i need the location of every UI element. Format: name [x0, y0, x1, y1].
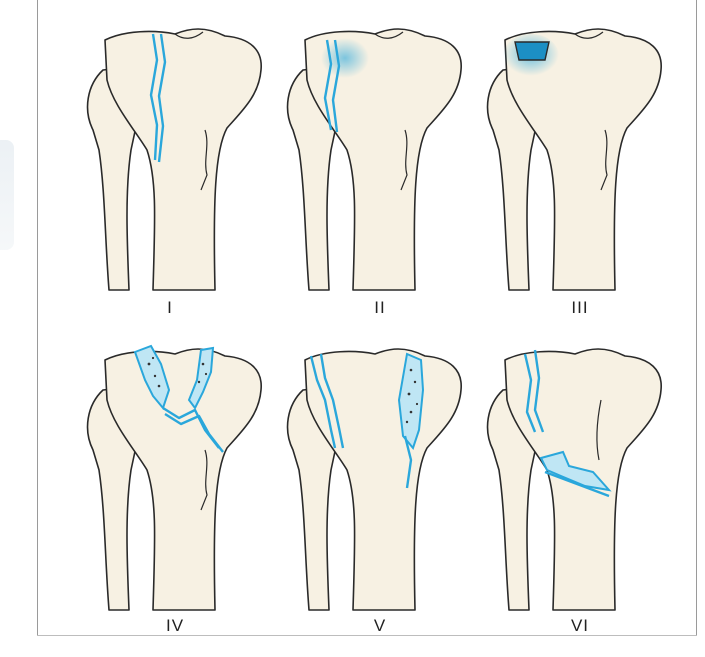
- tibia-diagram-type-2: [265, 0, 475, 300]
- tibia-diagram-type-6: [465, 320, 675, 620]
- panel-label: VI: [540, 616, 620, 636]
- panel-type-3: III: [465, 0, 675, 300]
- panel-label: IV: [135, 616, 215, 636]
- tibia-diagram-type-3: [465, 0, 675, 300]
- left-frame-rule: [37, 0, 38, 635]
- panel-type-6: VI: [465, 320, 675, 620]
- tibia-diagram-type-4: [65, 320, 275, 620]
- panel-label: II: [340, 298, 420, 318]
- right-frame-rule: [696, 0, 697, 635]
- tibia-diagram-type-1: [65, 0, 275, 300]
- panel-label: I: [130, 298, 210, 318]
- panel-type-4: IV: [65, 320, 275, 620]
- panel-type-2: II: [265, 0, 475, 300]
- tibia-diagram-type-5: [265, 320, 475, 620]
- watermark-fragment: [0, 140, 14, 250]
- panel-type-1: I: [65, 0, 275, 300]
- central-depression: [515, 42, 549, 60]
- panel-label: V: [340, 616, 420, 636]
- panel-type-5: V: [265, 320, 475, 620]
- panel-label: III: [540, 298, 620, 318]
